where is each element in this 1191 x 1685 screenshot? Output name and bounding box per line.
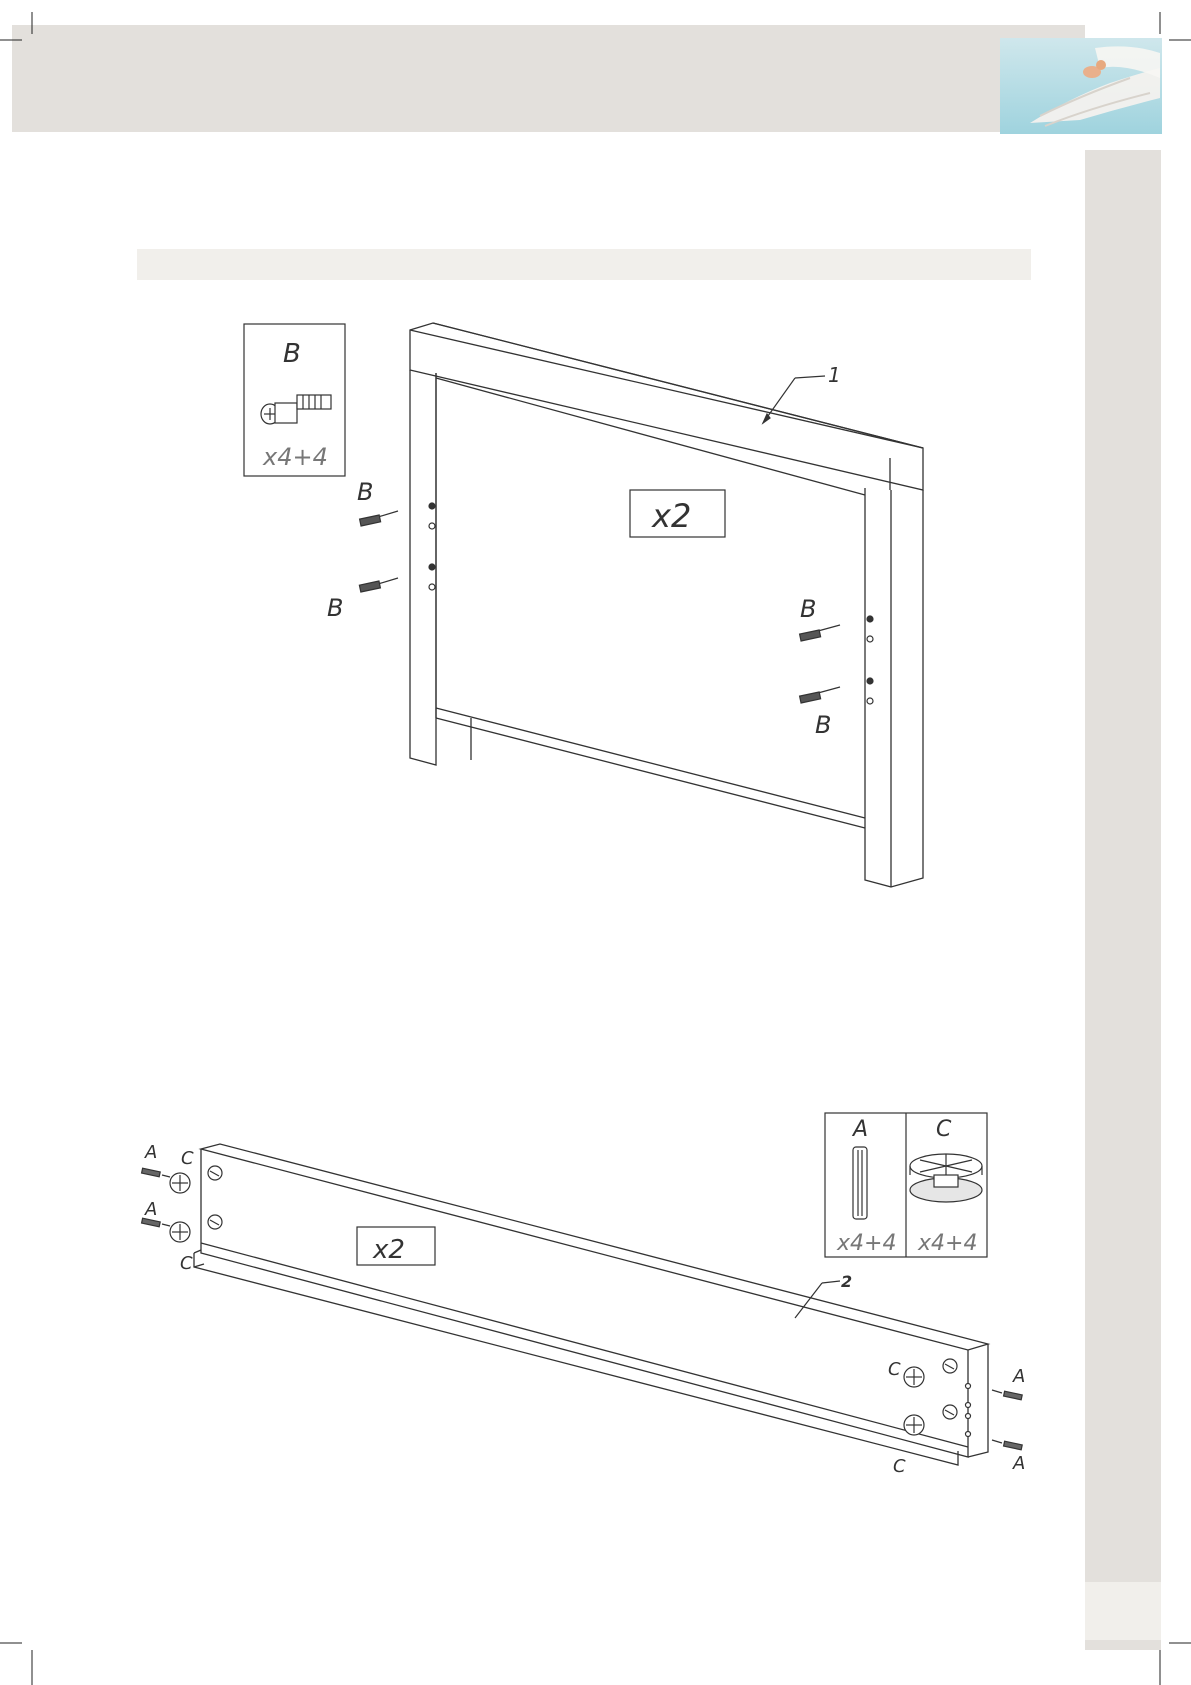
label-c-3: C: [888, 1359, 901, 1380]
label-c-2: C: [180, 1253, 193, 1274]
legend-c-qty: x4+4: [917, 1231, 977, 1256]
label-c-4: C: [893, 1456, 906, 1477]
rail-multiplier-label: x2: [372, 1235, 405, 1265]
legend-c-letter: C: [936, 1117, 952, 1142]
label-a-1: A: [144, 1142, 157, 1163]
legend-a-letter: A: [851, 1117, 868, 1142]
part-2-number: 2: [841, 1272, 852, 1291]
label-a-3: A: [1012, 1366, 1025, 1387]
label-a-2: A: [144, 1199, 157, 1220]
label-c-1: C: [181, 1148, 194, 1169]
dowel-a-icon: [853, 1147, 867, 1219]
legend-a-qty: x4+4: [836, 1231, 896, 1256]
label-a-4: A: [1012, 1453, 1025, 1474]
